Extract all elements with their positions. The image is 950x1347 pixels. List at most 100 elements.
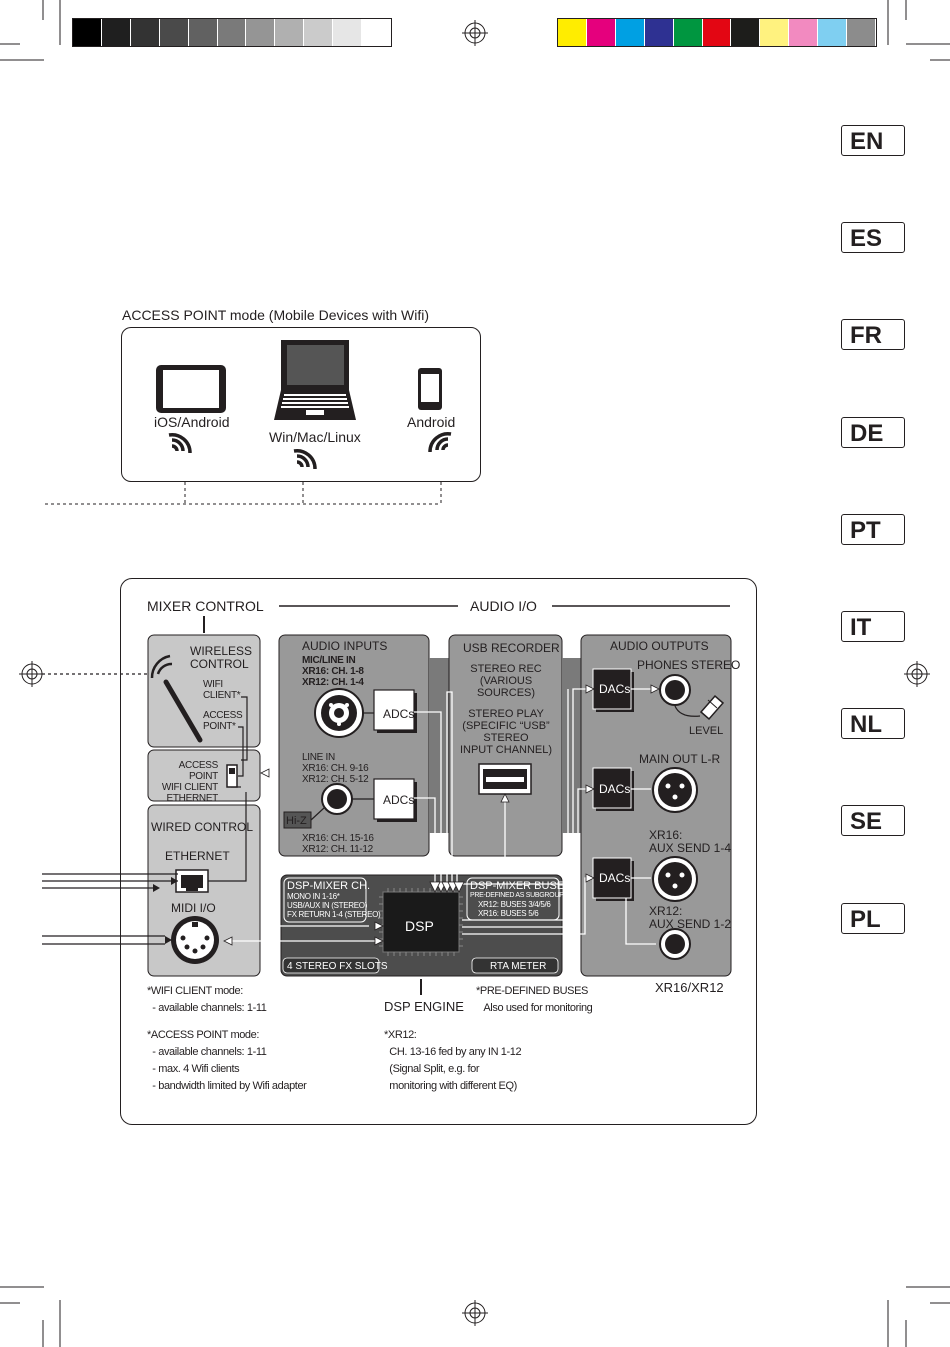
color-swatch: [188, 19, 218, 46]
midi-io-label: MIDI I/O: [171, 901, 216, 915]
wifi-signal-icon: [293, 449, 317, 470]
audio-io-heading: AUDIO I/O: [470, 598, 537, 614]
usb-port-icon: [478, 763, 532, 795]
ethernet-port-icon: [175, 869, 209, 893]
access-point-title: ACCESS POINT mode (Mobile Devices with W…: [122, 307, 430, 323]
language-tab-nl[interactable]: NL: [841, 708, 905, 740]
color-swatch: [217, 19, 247, 46]
note-access-point: *ACCESS POINT mode: - available channels…: [147, 1029, 307, 1092]
mode-switch: [226, 764, 238, 788]
language-tab-pt[interactable]: PT: [841, 513, 905, 545]
dsp-engine-label: DSP ENGINE: [384, 999, 464, 1014]
color-swatch: [362, 19, 391, 46]
aux-send-xr12-label: XR12:AUX SEND 1-2: [649, 904, 732, 931]
connector-strip: [562, 658, 582, 833]
smartphone-icon: [418, 368, 442, 410]
antenna-icon: [150, 654, 203, 743]
color-swatch: [673, 19, 703, 46]
adc-box: [373, 778, 417, 822]
network-mode-panel: [147, 749, 261, 802]
color-swatch: [731, 19, 761, 46]
block-diagram-frame: [120, 578, 757, 1125]
fx-slots-label: 4 STEREO FX SLOTS: [287, 961, 388, 972]
note-xr12: *XR12: CH. 13-16 fed by any IN 1-12 (Sig…: [384, 1029, 522, 1092]
color-swatch: [101, 19, 131, 46]
language-tab-pl[interactable]: PL: [841, 902, 905, 934]
dsp-label: DSP: [405, 918, 434, 934]
ethernet-label: ETHERNET: [165, 849, 230, 863]
color-swatch: [73, 19, 102, 46]
audio-inputs-label: AUDIO INPUTS: [302, 639, 388, 653]
line-jack-icon: [321, 783, 353, 815]
language-tab-fr[interactable]: FR: [841, 319, 905, 351]
laptop-icon: [274, 340, 356, 420]
phones-jack-icon: [659, 674, 691, 706]
language-tab-it[interactable]: IT: [841, 611, 905, 642]
device-label: Android: [407, 414, 456, 430]
color-swatch: [847, 19, 876, 46]
connector-strip: [429, 658, 449, 833]
usb-recorder-label: USB RECORDER: [463, 641, 560, 655]
color-swatch: [246, 19, 276, 46]
access-point-box: [121, 327, 481, 482]
midi-port-icon: [171, 916, 219, 964]
note-predefined-buses: *PRE-DEFINED BUSES Also used for monitor…: [476, 985, 593, 1014]
language-tab-en[interactable]: EN: [841, 125, 905, 156]
color-swatch: [789, 19, 819, 46]
level-label: LEVEL: [689, 725, 724, 737]
color-swatch: [702, 19, 732, 46]
wifi-signal-icon: [168, 433, 192, 454]
adc-box: [373, 689, 417, 733]
wifi-signal-icon: [428, 432, 452, 453]
adc-label: ADCs: [383, 707, 415, 721]
color-swatch: [159, 19, 189, 46]
process-color-bar: [557, 18, 877, 47]
main-out-label: MAIN OUT L-R: [639, 752, 721, 766]
device-label: iOS/Android: [154, 414, 230, 430]
wired-control-label: WIRED CONTROL: [151, 820, 253, 834]
color-swatch: [615, 19, 645, 46]
model-label: XR16/XR12: [655, 980, 724, 995]
language-tab-es[interactable]: ES: [841, 222, 905, 254]
dac-box: [592, 857, 634, 901]
color-swatch: [130, 19, 160, 46]
language-tab-de[interactable]: DE: [841, 416, 905, 448]
color-swatch: [818, 19, 848, 46]
rta-meter-label: RTA METER: [490, 961, 547, 972]
color-swatch: [644, 19, 674, 46]
dac-box: [592, 767, 634, 811]
color-swatch: [760, 19, 790, 46]
note-wifi-client: *WIFI CLIENT mode: - available channels:…: [147, 985, 267, 1014]
color-swatch: [333, 19, 363, 46]
wireless-link-lines: [45, 482, 442, 505]
xlr-output-icon: [652, 767, 698, 813]
wireless-control-panel: [147, 634, 261, 748]
dac-label: DACs: [599, 682, 631, 696]
combo-jack-icon: [314, 688, 364, 738]
hi-z-label: Hi-Z: [286, 815, 307, 827]
dac-label: DACs: [599, 871, 631, 885]
stereo-rec-label: STEREO REC(VARIOUS SOURCES): [470, 663, 542, 699]
dac-box: [592, 668, 634, 712]
language-tab-se[interactable]: SE: [841, 805, 905, 837]
color-swatch: [586, 19, 616, 46]
grayscale-color-bar: [72, 18, 392, 47]
color-swatch: [304, 19, 334, 46]
color-swatch: [275, 19, 305, 46]
dsp-mixer-buses-label: DSP-MIXER BUSES PRE-DEFINED AS SUBGROUPS…: [470, 880, 572, 918]
device-label: Win/Mac/Linux: [269, 429, 361, 445]
color-swatch: [558, 19, 587, 46]
level-knob-icon: [699, 694, 725, 721]
aux-send-xr16-label: XR16:AUX SEND 1-4: [649, 828, 732, 855]
phones-stereo-label: PHONES STEREO: [637, 658, 741, 672]
